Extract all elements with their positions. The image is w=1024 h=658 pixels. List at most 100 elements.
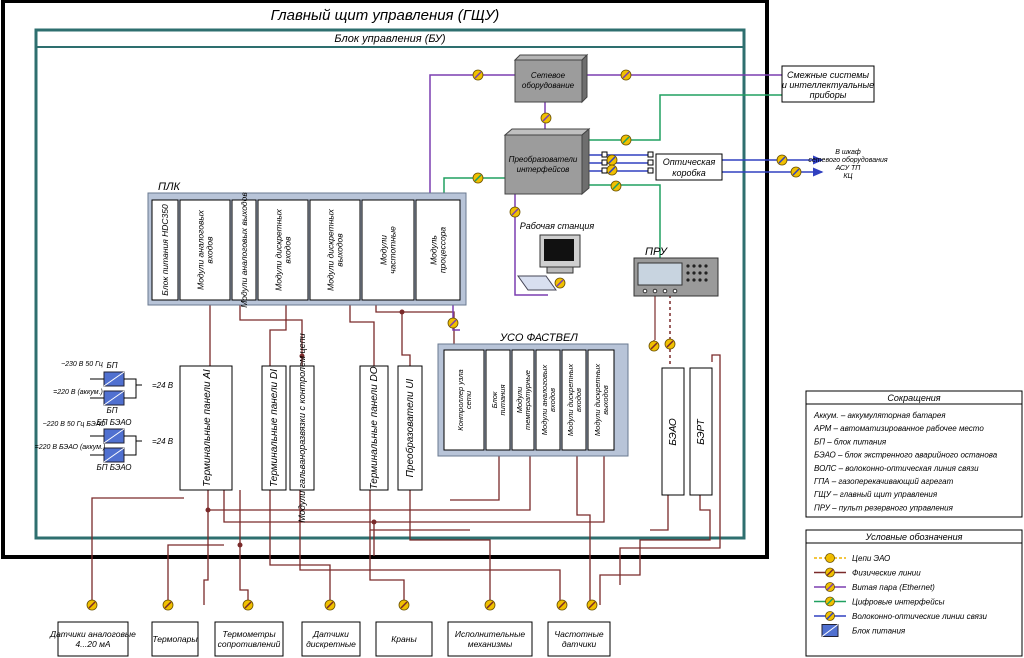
fiber-lines bbox=[582, 154, 824, 177]
converters-line1: Преобразователи bbox=[509, 155, 578, 164]
sensor-box bbox=[375, 621, 433, 657]
network-equipment-box bbox=[513, 53, 589, 104]
plc-label: ПЛК bbox=[158, 181, 181, 193]
plc-module-label: Блок питания HDC350 bbox=[160, 204, 170, 296]
optical-box-line2: коробка bbox=[672, 168, 706, 178]
sensor-label: Термометры bbox=[222, 629, 276, 639]
sensor-label: 4...20 мА bbox=[75, 639, 110, 649]
cabinet-line1: В шкаф bbox=[835, 149, 861, 156]
panel-ui-label: Преобразователи UI bbox=[404, 378, 416, 477]
line-marker bbox=[790, 166, 802, 178]
plc-module-label: входов bbox=[283, 236, 293, 264]
line-marker bbox=[472, 172, 484, 184]
power-in1: ~230 В 50 Гц bbox=[61, 361, 103, 368]
sensor-label: датчики bbox=[562, 639, 597, 649]
line-marker bbox=[648, 340, 660, 352]
power-in2: =220 В (аккум.) bbox=[53, 389, 103, 396]
plc-module bbox=[179, 199, 231, 301]
cabinet-line3: АСУ ТП bbox=[835, 165, 862, 172]
sensor-label: Датчики аналоговые bbox=[49, 629, 136, 639]
network-equipment-line2: оборудование bbox=[522, 81, 575, 90]
uso-module bbox=[535, 349, 561, 451]
plc-module-label: Модули дискретных bbox=[326, 208, 336, 291]
plc-module bbox=[257, 199, 309, 301]
plc-module-label: входов bbox=[205, 236, 215, 264]
panel-ai-label: Терминальные панели AI bbox=[202, 369, 213, 487]
interface-converters-box bbox=[503, 127, 591, 196]
legend-label: Физические линии bbox=[852, 569, 921, 578]
sensor-label: Термопары bbox=[152, 634, 198, 644]
sensor-label: дискретные bbox=[306, 639, 356, 649]
line-marker bbox=[606, 154, 618, 166]
network-equipment-line1: Сетевое bbox=[531, 71, 566, 80]
abbreviations-box bbox=[805, 390, 1023, 518]
line-marker bbox=[606, 164, 618, 176]
abbreviation-item: ВОЛС – волоконно-оптическая линия связи bbox=[814, 464, 979, 473]
uso-module bbox=[485, 349, 511, 451]
legend-label: Цифровые интерфейсы bbox=[852, 598, 945, 607]
sensor-box bbox=[301, 621, 361, 657]
uso-module-label: температурные bbox=[523, 370, 532, 430]
plc-module-label: процессора bbox=[438, 227, 448, 274]
uso-module-label: сети bbox=[464, 390, 473, 409]
uso-module-label: Модули дискретных bbox=[566, 364, 575, 436]
bp-label-2: БП bbox=[106, 406, 117, 415]
uso-module-label: Модули bbox=[515, 386, 524, 413]
panel-di-label: Терминальные панели DI bbox=[269, 369, 280, 487]
main-panel-title: Главный щит управления (ГЩУ) bbox=[271, 7, 500, 24]
power-out-1: =24 В bbox=[152, 381, 174, 390]
bp-bzao-label-2: БП БЭАО bbox=[96, 463, 131, 472]
sensor-label: Краны bbox=[391, 634, 417, 644]
line-marker bbox=[472, 69, 484, 81]
plc-module bbox=[415, 199, 461, 301]
line-marker bbox=[484, 599, 496, 611]
cabinet-line2: сетевого оборудования bbox=[808, 156, 887, 164]
abbreviation-item: ГПА – газоперекачивающий агрегат bbox=[814, 477, 954, 486]
plc-module bbox=[231, 199, 257, 301]
abbreviation-item: АРМ – автоматизированное рабочее место bbox=[813, 424, 984, 433]
line-marker bbox=[447, 317, 459, 329]
sensor-box bbox=[151, 621, 199, 657]
line-marker bbox=[620, 69, 632, 81]
power-in4: =220 В БЭАО (аккум.) bbox=[35, 444, 106, 451]
cabinet-line4: КЦ bbox=[843, 173, 852, 180]
line-marker bbox=[586, 599, 598, 611]
optical-box-line1: Оптическая bbox=[663, 157, 716, 167]
converters-line2: интерфейсов bbox=[517, 165, 570, 174]
terminal-panels bbox=[179, 365, 713, 496]
bp-bzao-label-1: БП БЭАО bbox=[96, 418, 131, 427]
panel-galv-label: Модули гальваноразвязки с контролем цепи bbox=[297, 333, 307, 522]
uso-module-label: Модули дискретных bbox=[593, 364, 602, 436]
uso-module-label: входов bbox=[574, 388, 583, 412]
panel-bert-label: БЭРТ bbox=[696, 418, 707, 444]
plc-module bbox=[309, 199, 361, 301]
line-marker bbox=[540, 112, 552, 124]
plc-module bbox=[151, 199, 179, 301]
abbreviation-item: Аккум. – аккумуляторная батарея bbox=[813, 411, 946, 420]
power-supplies bbox=[90, 371, 142, 463]
uso-module-label: Блок bbox=[490, 391, 499, 408]
abbreviation-item: ГЩУ – главный щит управления bbox=[814, 490, 938, 499]
line-marker bbox=[554, 277, 566, 289]
line-marker bbox=[398, 599, 410, 611]
sensor-box bbox=[447, 621, 533, 657]
plc-module bbox=[361, 199, 415, 301]
line-marker bbox=[509, 206, 521, 218]
power-in3: ~220 В 50 Гц БЭАО bbox=[43, 421, 106, 428]
plc-module-label: Модуль bbox=[429, 235, 439, 265]
abbreviation-item: БЭАО – блок экстренного аварийного остан… bbox=[814, 451, 998, 460]
legend-label: Цепи ЭАО bbox=[852, 554, 890, 563]
uso-module-label: выходов bbox=[601, 385, 610, 415]
pru-panel bbox=[633, 257, 719, 297]
sensor-box bbox=[57, 621, 129, 657]
line-marker bbox=[162, 599, 174, 611]
line-marker bbox=[556, 599, 568, 611]
sensor-box bbox=[547, 621, 611, 657]
sensor-label: сопротивлений bbox=[218, 639, 281, 649]
legend-box bbox=[805, 529, 1023, 657]
workstation-icon bbox=[517, 234, 581, 291]
optical-box bbox=[655, 153, 723, 181]
uso-module bbox=[511, 349, 535, 451]
